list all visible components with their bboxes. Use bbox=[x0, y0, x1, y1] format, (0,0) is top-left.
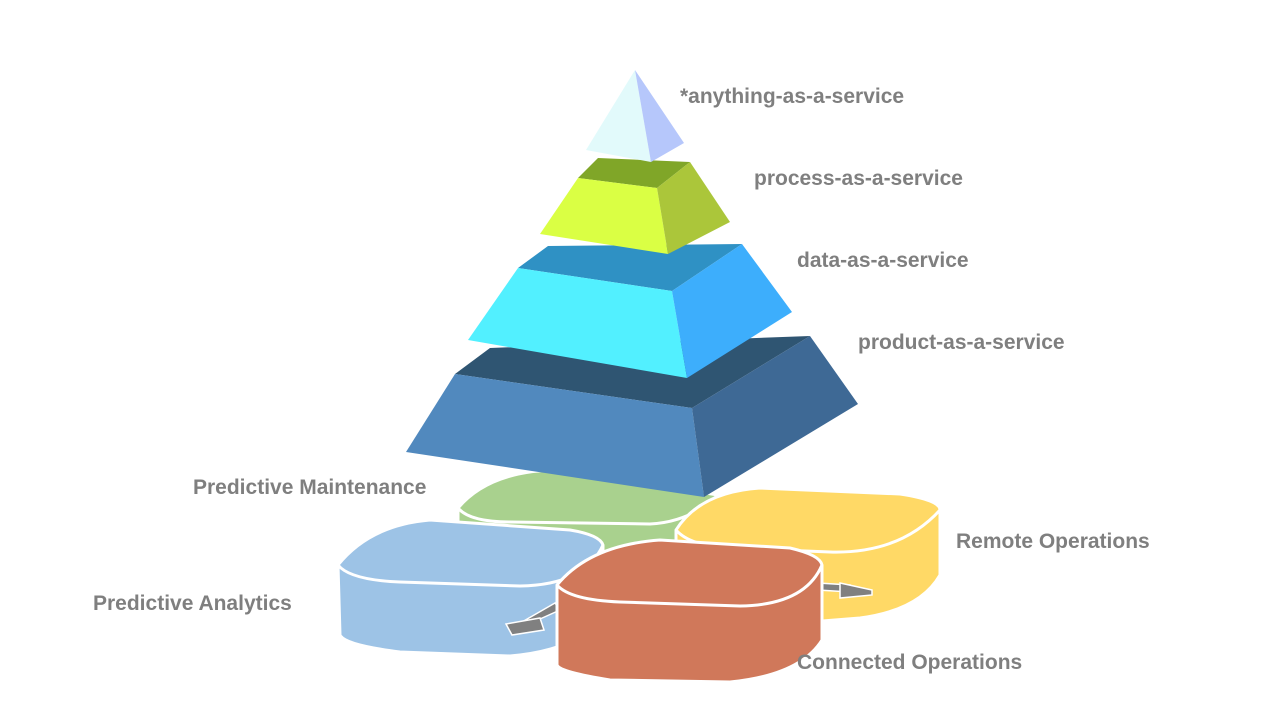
pyramid-tier-data bbox=[468, 244, 792, 378]
pyramid-tier-product-side bbox=[692, 336, 858, 497]
pyramid-tier-data-side bbox=[672, 244, 792, 378]
pyramid-tier-process-side bbox=[657, 162, 730, 254]
block-connected-operations bbox=[555, 538, 824, 684]
pyramid-tier-process bbox=[540, 158, 730, 254]
arrow-left-head bbox=[504, 617, 545, 636]
tier-label-process: process-as-a-service bbox=[754, 167, 963, 190]
pyramid-tier-process-front bbox=[540, 178, 668, 254]
block-connected-operations-top-edge bbox=[555, 564, 824, 608]
block-connected-operations-body bbox=[555, 538, 824, 684]
arrow-right-head bbox=[839, 582, 873, 599]
block-label-remote-operations: Remote Operations bbox=[956, 530, 1150, 553]
block-label-predictive-maintenance: Predictive Maintenance bbox=[193, 476, 427, 499]
pyramid-tier-data-top bbox=[518, 244, 742, 291]
arrow-right bbox=[817, 582, 873, 599]
pyramid-tier-anything-front bbox=[586, 70, 651, 162]
tier-label-product: product-as-a-service bbox=[858, 331, 1065, 354]
pyramid-tier-process-top bbox=[578, 158, 690, 188]
pyramid-tier-anything-side bbox=[635, 70, 684, 162]
tier-label-data: data-as-a-service bbox=[797, 249, 969, 272]
block-label-predictive-analytics: Predictive Analytics bbox=[93, 592, 292, 615]
pyramid-tier-anything bbox=[586, 70, 684, 162]
tier-label-anything: *anything-as-a-service bbox=[680, 85, 905, 108]
pyramid-tier-product-front bbox=[406, 374, 704, 497]
block-label-connected-operations: Connected Operations bbox=[797, 651, 1023, 674]
pyramid-tier-data-front bbox=[468, 268, 687, 378]
